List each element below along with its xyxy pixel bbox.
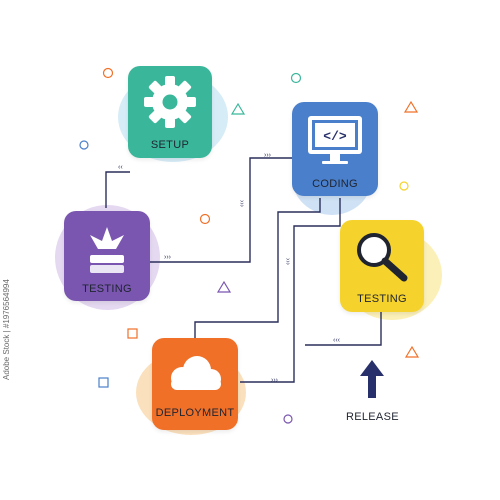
svg-text:›››: ›››	[264, 152, 272, 159]
connector-setup-testing	[105, 171, 130, 208]
chevron-marks: ‹‹ ››› ››› ››› ››› ››› ‹‹‹	[118, 152, 341, 384]
svg-text:›››: ›››	[164, 254, 172, 261]
deco-square	[98, 377, 109, 388]
deco-triangle	[403, 100, 419, 113]
deco-circle	[283, 414, 293, 424]
testing-right-card: TESTING	[340, 220, 424, 312]
testing-left-card: TESTING	[64, 211, 150, 301]
watermark-text: Adobe Stock | #1976564994	[2, 279, 11, 380]
deco-circle	[79, 140, 89, 150]
connector-coding-deployment	[194, 198, 321, 338]
svg-text:</>: </>	[323, 129, 347, 144]
connector-coding-release	[240, 198, 341, 383]
tray-arrow-icon	[90, 227, 124, 273]
deco-circle	[399, 181, 409, 191]
connector-lines	[105, 157, 382, 383]
svg-text:›››: ›››	[238, 200, 245, 208]
deployment-label: DEPLOYMENT	[155, 407, 235, 419]
deco-circle	[102, 67, 114, 79]
deployment-card: DEPLOYMENT	[152, 338, 238, 430]
cloud-icon	[171, 356, 221, 390]
release-label: RELEASE	[346, 411, 399, 423]
deco-triangle	[404, 345, 420, 358]
deco-circle	[199, 213, 211, 225]
gear-icon	[144, 76, 196, 128]
deco-triangle	[216, 280, 232, 293]
deco-square	[127, 328, 138, 339]
connector-testing-deployment	[305, 312, 382, 346]
testing-right-label: TESTING	[357, 293, 407, 305]
deco-circle	[290, 72, 302, 84]
magnifier-icon	[357, 233, 408, 282]
setup-label: SETUP	[150, 139, 190, 151]
coding-label: CODING	[312, 178, 358, 190]
svg-text:›››: ›››	[284, 258, 291, 266]
setup-card: SETUP	[128, 66, 212, 158]
svg-text:‹‹: ‹‹	[118, 164, 123, 171]
code-monitor-icon: </>	[308, 116, 362, 164]
deco-triangle	[230, 102, 246, 115]
testing-left-label: TESTING	[82, 283, 132, 295]
svg-text:‹‹‹: ‹‹‹	[333, 337, 341, 344]
decorations	[79, 67, 420, 424]
coding-card: </> CODING	[292, 102, 378, 196]
connector-testing-coding	[150, 157, 292, 263]
svg-text:›››: ›››	[271, 377, 279, 384]
